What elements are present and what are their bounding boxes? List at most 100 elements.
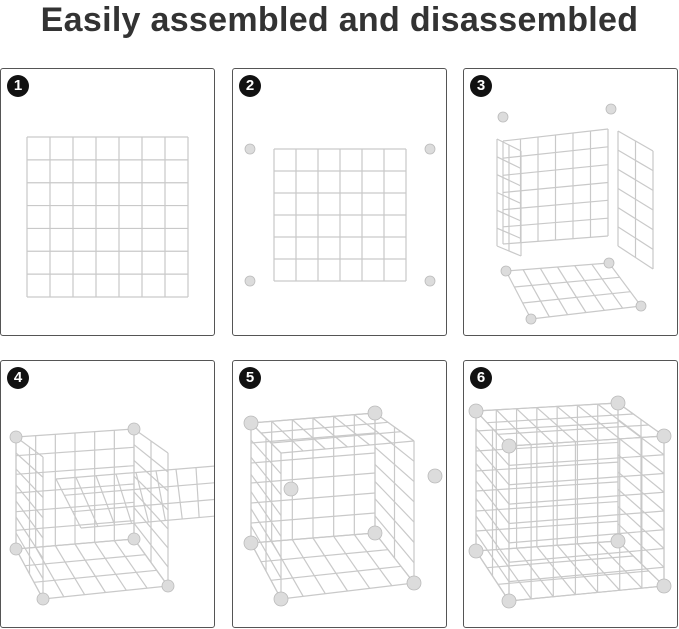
grid-wire xyxy=(15,465,135,475)
step-number-badge: 4 xyxy=(7,367,29,389)
grid-wire xyxy=(155,470,166,521)
grid-wire xyxy=(608,262,642,307)
connector-icon xyxy=(243,415,259,431)
step-4-panel: 4 xyxy=(0,360,215,628)
connector-icon xyxy=(497,111,509,123)
grid-wire xyxy=(55,478,82,529)
connector-icon xyxy=(656,578,672,594)
grid-wire xyxy=(475,422,619,432)
connector-icon xyxy=(127,422,141,436)
grid-wire xyxy=(496,191,522,205)
grid-wire xyxy=(291,419,326,450)
grid-wire xyxy=(250,542,282,600)
connector-icon xyxy=(36,592,50,606)
grid-wire xyxy=(556,266,587,313)
grid-wire xyxy=(514,276,620,288)
grid-wire xyxy=(475,480,510,524)
grid-with-connectors-illustration xyxy=(244,143,436,287)
grid-wire xyxy=(475,515,510,563)
grid-wire xyxy=(54,545,86,595)
grid-wire xyxy=(374,481,415,523)
grid-wire xyxy=(574,265,605,311)
grid-wire xyxy=(133,522,169,568)
step-number-badge: 2 xyxy=(239,75,261,97)
grid-wire xyxy=(475,550,510,602)
page-title: Easily assembled and disassembled xyxy=(40,1,639,39)
connector-icon xyxy=(406,575,422,591)
grid-wire xyxy=(508,529,665,544)
grid-wire xyxy=(591,263,624,309)
grid-wire xyxy=(72,498,214,513)
grid-wire xyxy=(250,439,282,475)
connector-icon xyxy=(424,275,436,287)
grid-wire xyxy=(260,549,389,563)
grid-wire xyxy=(530,305,642,320)
grid-wire xyxy=(475,445,510,486)
grid-wire xyxy=(522,269,550,318)
grid-wire xyxy=(133,444,169,473)
grid-wire xyxy=(250,512,376,524)
grid-wire xyxy=(15,501,135,513)
grid-wire xyxy=(135,472,150,523)
grid-wire xyxy=(502,128,609,142)
grid-wire xyxy=(250,492,376,504)
grid-wire xyxy=(374,429,415,462)
step-2-panel: 2 xyxy=(232,68,447,336)
grid-wire xyxy=(617,402,665,437)
grid-wire xyxy=(250,456,282,496)
grid-wire xyxy=(497,424,649,435)
connector-icon xyxy=(424,143,436,155)
grid-wire xyxy=(270,431,402,444)
grid-wire xyxy=(374,532,415,584)
connector-icon xyxy=(367,405,383,421)
grid-wire xyxy=(312,537,349,592)
grid-wire xyxy=(94,542,127,591)
connector-icon xyxy=(635,300,647,312)
grid-wire xyxy=(475,441,619,452)
grid-wire xyxy=(508,491,665,505)
connector-icon xyxy=(501,593,517,609)
grid-wire xyxy=(133,428,169,454)
grid-wire xyxy=(536,407,576,443)
grid-wire xyxy=(15,548,44,600)
grid-wire xyxy=(15,538,135,550)
grid-wire xyxy=(617,471,665,512)
connector-icon xyxy=(468,403,484,419)
grid-wire xyxy=(577,404,621,440)
grid-wire xyxy=(374,463,415,503)
grid-wire xyxy=(508,510,665,525)
grid-wire xyxy=(495,549,532,600)
grid-wire xyxy=(250,525,282,579)
grid-wire xyxy=(35,547,65,598)
grid-wire xyxy=(617,187,654,211)
connector-icon xyxy=(244,143,256,155)
grid-wire xyxy=(475,463,510,505)
grid-wire xyxy=(508,435,665,447)
grid-wire xyxy=(374,446,415,483)
grid-wire xyxy=(516,408,554,444)
grid-wire xyxy=(505,262,610,272)
grid-wire xyxy=(74,543,107,593)
grid-wire xyxy=(475,402,619,412)
grid-wire xyxy=(522,291,631,304)
connector-icon xyxy=(9,542,23,556)
grid-wire xyxy=(516,547,554,598)
grid-wire xyxy=(486,555,634,569)
grid-wire xyxy=(496,156,522,170)
grid-wire xyxy=(271,420,304,452)
grid-wire xyxy=(374,498,415,543)
grid-wire xyxy=(617,245,654,270)
grid-wire xyxy=(55,465,214,480)
grid-wire xyxy=(260,421,389,434)
grid-wire xyxy=(250,474,282,516)
connector-icon xyxy=(605,103,617,115)
connector-icon xyxy=(244,275,256,287)
connector-icon xyxy=(243,535,259,551)
grid-wire xyxy=(486,413,634,424)
grid-wire xyxy=(508,585,665,602)
grid-wire xyxy=(475,481,619,492)
grid-wire xyxy=(15,500,44,539)
grid-wire xyxy=(250,508,282,558)
grid-wire xyxy=(496,227,522,240)
grid-wire xyxy=(250,452,376,464)
